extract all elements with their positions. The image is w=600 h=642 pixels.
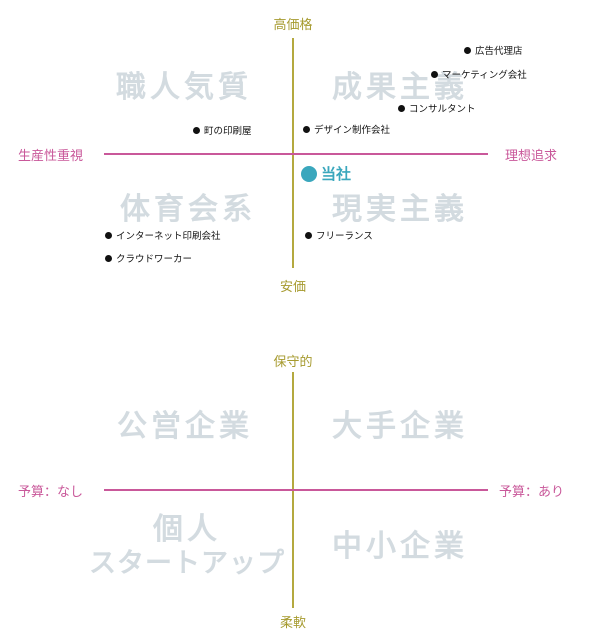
point-local-printer: 町の印刷屋 [193,123,252,137]
point-design-company: デザイン制作会社 [303,122,390,136]
quadrant-bottom-left-line1: 個人 [153,512,221,547]
positioning-map-budget: 保守的 柔軟 予算：なし 予算：あり 公営企業 大手企業 個人 スタートアップ … [0,340,600,642]
point-marketing-company: マーケティング会社 [431,67,527,81]
point-marker [193,126,200,134]
point-ad-agency: 広告代理店 [464,43,523,57]
point-consultant: コンサルタント [398,101,476,115]
quadrant-top-left: 公営企業 [117,409,253,444]
horizontal-axis [104,489,488,491]
point-marker [398,104,405,112]
point-internet-printer: インターネット印刷会社 [105,228,221,242]
axis-label-top: 保守的 [273,355,313,370]
horizontal-axis [104,153,488,155]
point-marker [105,254,112,262]
axis-label-left: 生産性重視 [18,149,84,164]
point-freelance: フリーランス [305,228,373,242]
axis-label-bottom: 柔軟 [279,616,307,631]
axis-label-right: 予算：あり [498,485,564,500]
quadrant-bottom-right: 現実主義 [332,192,468,227]
axis-label-left: 予算：なし [18,485,84,500]
point-marker [305,231,312,239]
quadrant-top-left: 職人気質 [116,70,252,105]
point-crowd-worker: クラウドワーカー [105,251,192,265]
point-marker [105,231,112,239]
positioning-map-price: 高価格 安価 生産性重視 理想追求 職人気質 成果主義 体育会系 現実主義 広告… [0,0,600,300]
point-marker [464,46,471,54]
quadrant-bottom-left: 体育会系 [120,192,256,227]
quadrant-top-right: 大手企業 [332,409,468,444]
point-own-company: 当社 [301,163,351,184]
quadrant-bottom-right: 中小企業 [332,529,468,564]
point-marker [303,125,310,133]
point-marker [431,70,438,78]
quadrant-bottom-left-line2: スタートアップ [89,548,285,579]
quadrant-top-right: 成果主義 [332,70,468,105]
axis-label-right: 理想追求 [504,149,557,164]
axis-label-bottom: 安価 [279,280,307,295]
axis-label-top: 高価格 [273,18,313,33]
own-company-marker [301,165,317,182]
